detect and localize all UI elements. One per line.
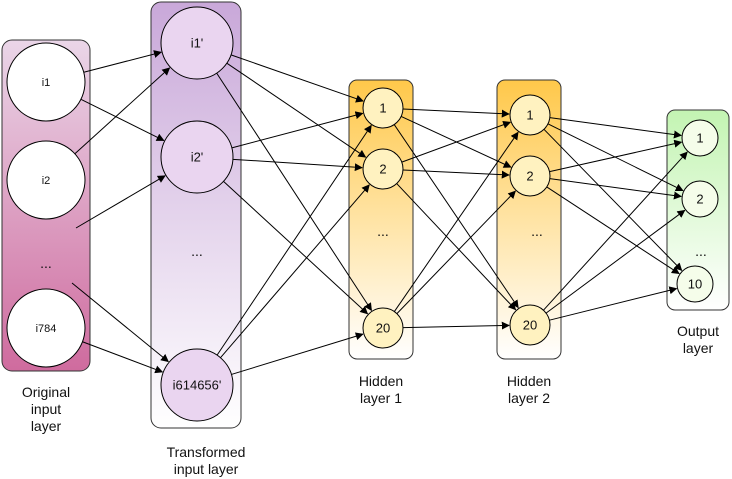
transformed-ellipsis: ... (191, 243, 203, 259)
edge-hidden2-1-to-output-2 (546, 186, 680, 275)
edge-i1-to-i1p (83, 50, 162, 73)
original-layer-label-line-3: layer (30, 418, 62, 434)
original-node-2 (6, 288, 86, 368)
hidden-layer-2-label-line-2: layer 2 (507, 390, 551, 406)
edge-transformed-0-to-hidden1-0 (230, 54, 364, 103)
hidden2-node-label-0: 1 (526, 108, 533, 123)
edge-hidden1-2-to-hidden2-1 (396, 190, 516, 314)
original-layer-label-line-2: input (30, 401, 62, 417)
edge-transformed-0-to-hidden1-2 (216, 72, 372, 312)
original-node-label-1: i2 (42, 175, 51, 187)
hidden1-node-label-0: 1 (379, 101, 386, 116)
output-node-1 (681, 180, 719, 218)
hidden2-node-1 (509, 155, 551, 197)
hidden-layer-1-label-line-1: Hidden (358, 373, 404, 389)
edge-hidden1-0-to-hidden2-2 (393, 124, 519, 309)
edge-hidden2-0-to-output-0 (549, 117, 682, 139)
edge-i2-to-i1p (74, 67, 171, 155)
hidden-layer-2-label-line-1: Hidden (506, 373, 552, 389)
edge-hidden1-2-to-hidden2-2 (402, 321, 510, 330)
transformed-node-2 (160, 348, 234, 422)
original-node-label-2: i784 (36, 323, 57, 335)
output-ellipsis: ... (695, 243, 707, 259)
network-nodes: i1 i2 i784... i1' i2' i614656'... 1 2 20... 1 2 20.… (6, 6, 719, 422)
original-ellipsis: ... (40, 255, 52, 271)
output-node-label-1: 2 (696, 192, 703, 207)
hidden2-node-label-1: 2 (526, 169, 533, 184)
hidden1-node-1 (362, 148, 404, 190)
original-node-0 (6, 42, 86, 122)
hidden2-node-label-2: 20 (523, 318, 537, 333)
original-node-label-0: i1 (42, 77, 51, 89)
output-layer-label: Output layer (658, 323, 732, 357)
edge-transformed-2-to-hidden1-1 (220, 184, 370, 359)
edge-hidden2-2-to-output-0 (543, 151, 688, 311)
edge-transformed-1-to-hidden1-0 (231, 111, 364, 149)
original-node-1 (6, 140, 86, 220)
hidden1-node-2 (362, 307, 404, 349)
hidden-layer-1-label: Hidden layer 1 (341, 373, 421, 407)
edge-hidden1-1-to-hidden2-2 (396, 183, 517, 311)
output-node-0 (681, 119, 719, 157)
edge-transformed-2-to-hidden1-0 (216, 124, 372, 356)
transformed-layer-box (150, 1, 242, 429)
edge-ellipsis-to-i2p (75, 175, 166, 229)
hidden2-node-2 (509, 304, 551, 346)
output-node-label-0: 1 (696, 131, 703, 146)
edge-transformed-0-to-hidden1-1 (226, 62, 367, 158)
hidden-layer-2-label: Hidden layer 2 (489, 373, 569, 407)
transformed-node-label-2: i614656' (173, 378, 222, 393)
transformed-layer-label-line-1: Transformed (166, 444, 246, 460)
edge-i784-to-i614656p (82, 341, 164, 374)
edge-hidden1-1-to-hidden2-1 (402, 169, 510, 179)
edge-transformed-1-to-hidden1-2 (223, 180, 369, 315)
output-node-2 (676, 265, 714, 303)
output-layer-label-line-2: layer (682, 340, 714, 356)
hidden2-ellipsis: ... (531, 223, 543, 239)
hidden-layer-2-box (496, 79, 562, 360)
output-layer-label-line-1: Output (676, 323, 720, 339)
edge-hidden2-2-to-output-2 (549, 286, 678, 321)
edge-hidden2-1-to-output-1 (549, 178, 682, 200)
edge-transformed-1-to-hidden1-1 (232, 158, 363, 172)
output-node-label-2: 10 (688, 277, 702, 292)
original-layer-label-line-1: Original (21, 384, 71, 400)
hidden2-node-0 (509, 94, 551, 136)
hidden-layer-1-box (348, 79, 414, 360)
hidden-layer-1-label-line-2: layer 1 (359, 390, 403, 406)
edge-hidden2-2-to-output-1 (545, 209, 686, 314)
transformed-node-label-1: i2' (191, 150, 204, 165)
hidden1-node-label-1: 2 (379, 162, 386, 177)
transformed-layer-label-line-2: input layer (173, 461, 239, 477)
transformed-node-0 (160, 6, 234, 80)
hidden1-ellipsis: ... (377, 223, 389, 239)
edge-hidden2-1-to-output-0 (549, 139, 683, 173)
edge-transformed-2-to-hidden1-2 (231, 332, 364, 375)
original-layer-label: Original input layer (2, 384, 90, 435)
connection-edges (71, 50, 688, 375)
edge-hidden1-0-to-hidden2-0 (402, 108, 510, 118)
edge-hidden1-1-to-hidden2-0 (401, 120, 512, 163)
transformed-node-label-0: i1' (191, 36, 204, 51)
edge-hidden1-2-to-hidden2-0 (393, 131, 519, 312)
hidden1-node-0 (362, 87, 404, 129)
edge-ellipsis-to-i614656p (71, 282, 169, 363)
hidden1-node-label-2: 20 (376, 321, 390, 336)
edge-i1-to-i2p (80, 98, 165, 141)
transformed-layer-label: Transformed input layer (146, 444, 266, 478)
edge-hidden2-0-to-output-2 (543, 128, 683, 271)
transformed-node-1 (160, 120, 234, 194)
